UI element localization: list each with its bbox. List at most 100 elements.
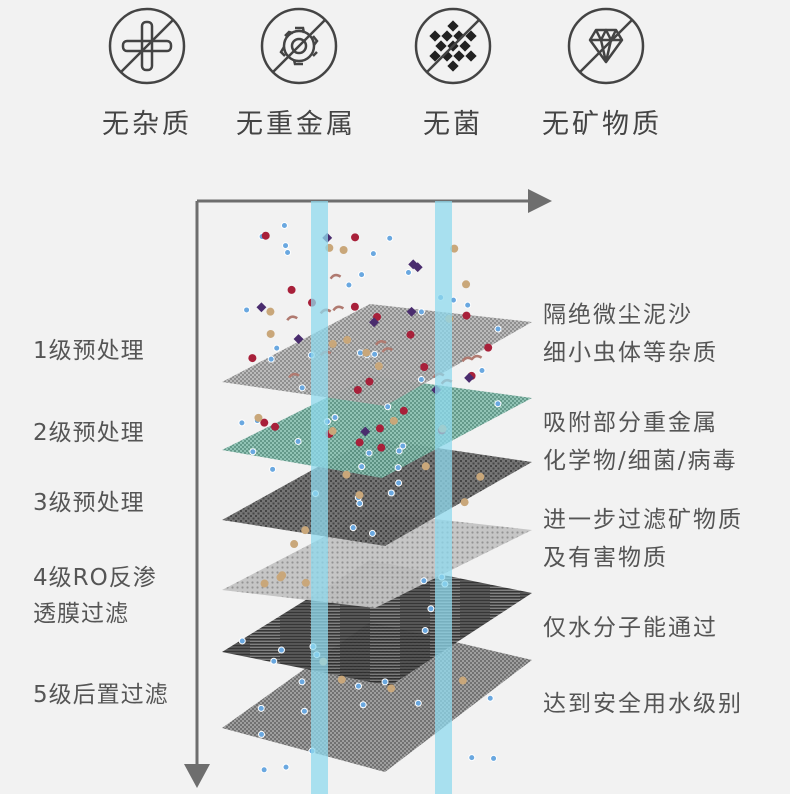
- description-3-line1: 进一步过滤矿物质: [543, 507, 743, 533]
- feature-label: 无矿物质: [542, 109, 662, 140]
- water-bubble: [249, 448, 257, 456]
- stage-label-4-line2: 透膜过滤: [33, 601, 129, 627]
- debris-particle: [374, 362, 383, 371]
- mineral-particle: [412, 262, 423, 273]
- water-bubble: [394, 464, 402, 472]
- water-bubble: [421, 626, 429, 634]
- germ-particle: [420, 363, 429, 372]
- water-bubble: [494, 325, 502, 333]
- description-5-line1: 达到安全用水级别: [543, 691, 743, 717]
- water-bubble: [358, 271, 366, 279]
- description-4-line1: 仅水分子能通过: [543, 615, 718, 641]
- water-bubble: [270, 657, 278, 665]
- debris-particle: [339, 246, 348, 255]
- water-beams: [311, 201, 452, 794]
- water-bubble: [258, 730, 266, 738]
- water-bubble: [478, 366, 486, 374]
- feature-label: 无杂质: [102, 109, 192, 140]
- no-impurities-icon: [107, 6, 187, 86]
- debris-particle: [450, 244, 459, 253]
- water-bubble: [267, 355, 275, 363]
- debris-particle: [342, 470, 351, 479]
- germ-particle: [287, 285, 296, 294]
- description-2-line1: 吸附部分重金属: [543, 410, 718, 436]
- water-bubble: [427, 605, 435, 613]
- water-bubble: [369, 250, 377, 258]
- debris-particle: [254, 413, 263, 422]
- germ-particle: [462, 311, 471, 320]
- debris-particle: [266, 329, 275, 338]
- water-bubble: [282, 242, 290, 250]
- debris-particle: [328, 427, 337, 436]
- no-heavy-metal-icon: [259, 6, 339, 86]
- debris-particle: [362, 348, 371, 357]
- stage-label-1: 1级预处理: [33, 338, 145, 364]
- water-bubble: [371, 350, 379, 358]
- debris-particle: [476, 472, 485, 481]
- debris-particle: [337, 675, 346, 684]
- water-bubble: [280, 221, 288, 229]
- debris-particle: [290, 540, 299, 549]
- water-bubble: [404, 268, 412, 276]
- germ-particle: [248, 354, 257, 363]
- debris-particle: [343, 335, 352, 344]
- water-bubble: [365, 449, 373, 457]
- no-minerals-icon: [566, 6, 646, 86]
- worm-particle: [287, 372, 300, 379]
- filter-layer-4a: [222, 512, 532, 608]
- mineral-particle: [406, 306, 417, 317]
- water-bubble: [417, 308, 425, 316]
- water-bubble: [395, 447, 403, 455]
- water-bubble: [490, 754, 498, 762]
- no-bacteria-icon: [413, 6, 493, 86]
- worm-particle: [470, 354, 483, 361]
- water-bubble: [284, 249, 292, 257]
- filter-layer-4b: [222, 560, 532, 686]
- water-bubble: [257, 704, 265, 712]
- debris-particle: [266, 307, 275, 316]
- water-bubble: [381, 678, 389, 686]
- water-bubble: [414, 699, 422, 707]
- description-1-line2: 细小虫体等杂质: [543, 340, 718, 366]
- water-bubble: [417, 375, 425, 383]
- water-bubble: [349, 524, 357, 532]
- mineral-particle: [369, 317, 380, 328]
- germ-particle: [377, 443, 386, 452]
- water-bubble: [298, 384, 306, 392]
- debris-particle: [389, 416, 398, 425]
- water-bubble: [238, 637, 246, 645]
- water-bubble: [298, 678, 306, 686]
- water-bubble: [395, 479, 403, 487]
- mineral-particle: [256, 302, 267, 313]
- water-bubble: [359, 701, 367, 709]
- water-bubble: [331, 414, 339, 422]
- water-bubble: [358, 463, 366, 471]
- water-bubble: [277, 646, 285, 654]
- germ-particle: [406, 330, 415, 339]
- water-bubble: [468, 754, 476, 762]
- debris-particle: [387, 684, 396, 693]
- water-bubble: [294, 437, 302, 445]
- germ-particle: [260, 418, 269, 427]
- water-bubble: [420, 577, 428, 585]
- debris-particle: [328, 339, 337, 348]
- germ-particle: [353, 385, 362, 394]
- filter-layer-3: [222, 438, 532, 546]
- debris-particle: [421, 462, 430, 471]
- water-bubble: [387, 489, 395, 497]
- debris-particle: [355, 491, 364, 500]
- water-bubble: [300, 707, 308, 715]
- water-bubble: [345, 281, 353, 289]
- water-bubble: [368, 529, 376, 537]
- worm-particle: [381, 347, 394, 353]
- worm-particle: [332, 305, 345, 312]
- germ-particle: [365, 377, 374, 386]
- mineral-particle: [360, 426, 371, 437]
- germ-particle: [261, 231, 270, 240]
- germ-particle: [271, 422, 280, 431]
- germ-particle: [355, 438, 364, 447]
- water-bubble: [384, 403, 392, 411]
- water-bubble: [243, 306, 251, 314]
- filter-layer-5: [222, 622, 532, 772]
